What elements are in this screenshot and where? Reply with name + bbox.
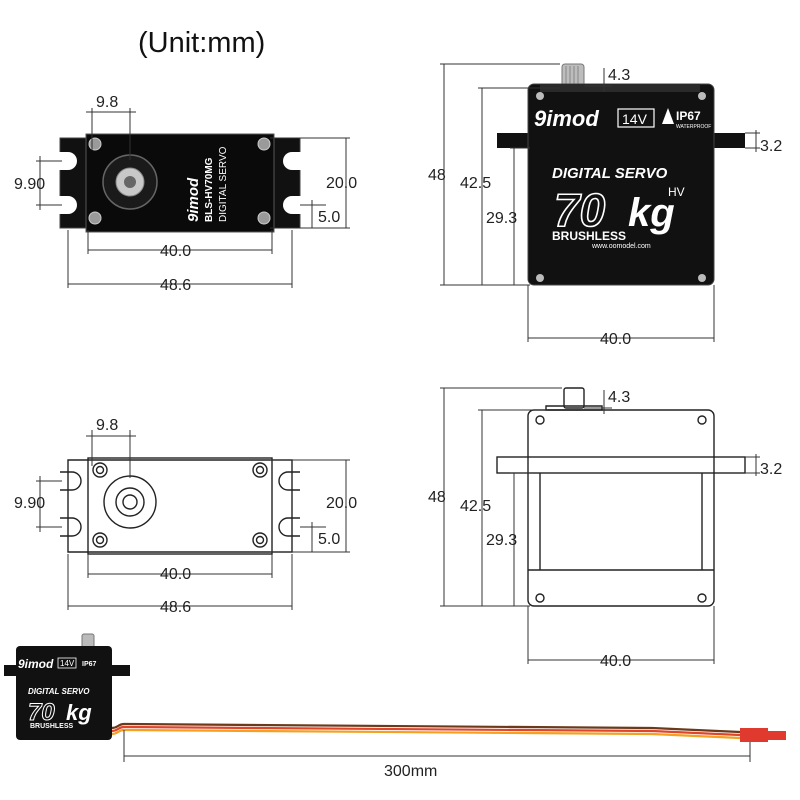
side-dim-48: 48 (428, 167, 446, 184)
small-brand-label: 9imod (18, 657, 54, 671)
cable-dimension: 300mm (123, 730, 751, 780)
outline-dim-42-5: 42.5 (460, 498, 491, 515)
side-waterproof-label: WATERPROOF (676, 124, 711, 130)
side-dim-42-5: 42.5 (460, 175, 491, 192)
top-view-servo: 9imod BLS-HV70MG DIGITAL SERVO (52, 133, 308, 233)
side-ip-label: IP67 (676, 109, 701, 123)
side-dim-29-3: 29.3 (486, 210, 517, 227)
side-unit-label: kg (628, 191, 675, 235)
side-view-dimensions: 4.3 3.2 48 42.5 29.3 40.0 (428, 63, 782, 348)
bottom-dim-9-90: 9.90 (14, 495, 45, 512)
bottom-dim-5-0: 5.0 (318, 531, 340, 548)
top-dim-48-6: 48.6 (160, 277, 191, 294)
small-torque-label: 70 (28, 699, 55, 726)
outline-dim-48: 48 (428, 489, 446, 506)
bottom-dim-48-6: 48.6 (160, 599, 191, 616)
top-view-dimensions: 9.8 9.90 20.0 5.0 40.0 48.6 (14, 94, 357, 294)
bottom-view-dimensions: 9.8 9.90 20.0 5.0 40.0 48.6 (14, 417, 357, 616)
side-voltage-label: 14V (622, 111, 648, 127)
bottom-dim-9-8: 9.8 (96, 417, 118, 434)
side-dim-3-2: 3.2 (760, 138, 782, 155)
side-product-label: DIGITAL SERVO (552, 165, 668, 182)
top-dim-5-0: 5.0 (318, 209, 340, 226)
unit-title: (Unit:mm) (138, 27, 265, 59)
top-dim-9-90: 9.90 (14, 176, 45, 193)
top-dim-20-0: 20.0 (326, 175, 357, 192)
top-model-label: BLS-HV70MG (204, 157, 215, 222)
bottom-view-outline (60, 457, 300, 555)
outline-dim-3-2: 3.2 (760, 461, 782, 478)
small-motor-label: BRUSHLESS (30, 723, 74, 730)
side-brand-label: 9imod (534, 106, 599, 131)
side-outline-view (496, 387, 746, 607)
small-product-label: DIGITAL SERVO (28, 687, 90, 696)
servo-connector (740, 728, 768, 742)
cable-dim-300mm: 300mm (384, 763, 437, 780)
outline-dim-40-0: 40.0 (600, 653, 631, 670)
top-dim-9-8: 9.8 (96, 94, 118, 111)
side-dim-4-3: 4.3 (608, 67, 630, 84)
outline-dim-29-3: 29.3 (486, 532, 517, 549)
side-torque-label: 70 (554, 184, 606, 236)
side-url-label: www.oomodel.com (591, 243, 651, 250)
bottom-dim-20-0: 20.0 (326, 495, 357, 512)
top-dim-40-0: 40.0 (160, 243, 191, 260)
bottom-dim-40-0: 40.0 (160, 566, 191, 583)
small-unit-label: kg (66, 700, 92, 725)
side-motor-label: BRUSHLESS (552, 229, 626, 243)
small-ip-label: IP67 (82, 661, 97, 668)
side-dim-40-0: 40.0 (600, 331, 631, 348)
side-hv-label: HV (668, 185, 685, 199)
top-brand-label: 9imod (185, 177, 202, 222)
small-voltage-label: 14V (60, 659, 75, 668)
side-view-servo: 9imod 14V IP67 WATERPROOF DIGITAL SERVO … (497, 63, 745, 286)
outline-dim-4-3: 4.3 (608, 389, 630, 406)
servo-cable (111, 722, 786, 742)
top-digital-label: DIGITAL SERVO (218, 146, 229, 222)
small-servo-photo: 9imod 14V IP67 DIGITAL SERVO 70 kg BRUSH… (4, 633, 130, 740)
side-outline-dimensions: 4.3 3.2 48 42.5 29.3 40.0 (428, 387, 782, 670)
